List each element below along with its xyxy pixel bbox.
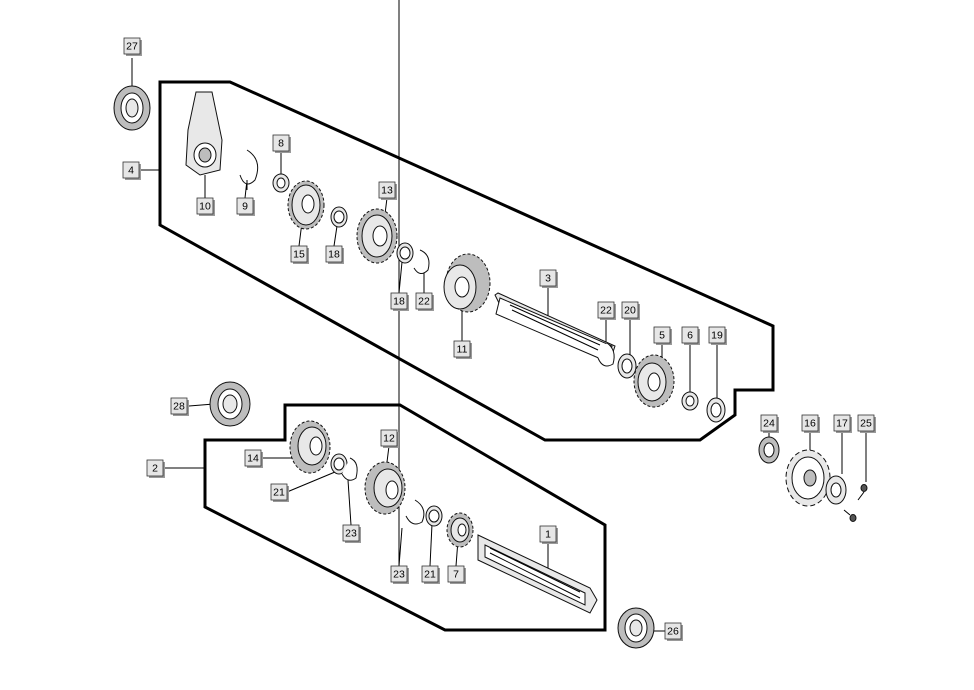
callout-4: 4 [122,161,141,180]
bushing-8 [272,173,290,193]
callout-number: 23 [393,569,405,581]
callout-8: 8 [272,134,291,153]
shaft-1 [477,534,598,614]
callout-25: 25 [857,414,876,433]
callout-number: 28 [173,401,185,413]
callout-6: 6 [681,326,700,345]
callout-number: 9 [242,201,248,213]
callout-19: 19 [708,326,727,345]
callout-3: 3 [539,269,558,288]
gear-13 [356,208,398,264]
callout-16: 16 [801,414,820,433]
washer-18-upper [330,206,348,228]
callout-number: 11 [457,344,468,356]
callout-number: 19 [711,330,723,342]
callout-number: 1 [545,529,551,541]
callout-number: 2 [152,463,158,475]
callout-12: 12 [380,429,399,448]
bearing-26 [617,607,655,649]
callout-number: 13 [381,185,393,197]
circlip-23-left [341,457,358,481]
circlip-22-upper [413,249,430,274]
callout-number: 5 [659,330,665,342]
callout-14: 14 [244,449,263,468]
sprocket-16 [785,449,831,507]
callout-28: 28 [170,397,189,416]
gear-15 [287,180,325,230]
callout-number: 26 [667,626,679,638]
callout-number: 15 [293,249,305,261]
callout-23a: 23 [342,524,361,543]
callout-number: 6 [687,330,693,342]
callout-22a: 22 [415,292,434,311]
washer-18-lower [396,242,414,264]
callout-number: 10 [199,201,211,213]
gear-5 [633,354,675,408]
bearing-28 [209,381,251,427]
upper-assembly-outline [158,80,775,442]
callout-number: 14 [247,453,259,465]
bearing-27 [113,85,151,131]
callout-number: 21 [424,569,436,581]
shaft-3 [494,292,616,363]
callout-number: 3 [545,273,551,285]
callout-18b: 18 [390,292,409,311]
plate-17 [825,475,847,505]
callout-number: 25 [860,418,872,430]
callout-number: 8 [278,138,284,150]
callout-5: 5 [653,326,672,345]
callout-number: 27 [126,41,138,53]
callout-26: 26 [664,622,683,641]
bolts-25 [843,484,868,522]
callout-number: 4 [128,165,134,177]
callout-number: 21 [273,487,285,499]
callout-number: 7 [453,569,459,581]
callout-number: 18 [328,249,340,261]
seal-24 [758,436,780,464]
gear-11 [443,253,491,313]
callout-number: 18 [393,296,405,308]
callout-27: 27 [123,37,142,56]
callout-2: 2 [146,459,165,478]
circlip-23-right [405,499,425,525]
callout-21a: 21 [270,483,289,502]
circlip-9 [239,149,259,190]
washer-19 [706,397,726,423]
callout-21b: 21 [421,565,440,584]
callout-9: 9 [236,197,255,216]
callout-number: 16 [804,418,816,430]
callout-number: 22 [418,296,430,308]
washer-20 [617,353,637,379]
callout-1: 1 [539,525,558,544]
washer-21-right [425,505,443,527]
lower-assembly-outline [203,403,607,632]
callout-11: 11 [453,340,472,359]
gear-14 [289,420,331,474]
callout-22b: 22 [597,301,616,320]
callout-number: 24 [763,418,775,430]
callout-15: 15 [290,245,309,264]
callout-20: 20 [621,301,640,320]
circlip-22-right [597,342,615,367]
shift-lever-10 [185,91,223,176]
callout-number: 20 [624,305,636,317]
callout-10: 10 [196,197,215,216]
callout-number: 17 [836,418,848,430]
callout-number: 23 [345,528,357,540]
gear-12 [364,461,406,515]
callout-24: 24 [760,414,779,433]
gear-7 [446,512,474,548]
bushing-6 [681,391,699,411]
callout-7: 7 [447,565,466,584]
callout-18a: 18 [325,245,344,264]
callout-23b: 23 [390,565,409,584]
callout-13: 13 [378,181,397,200]
callout-number: 12 [383,433,395,445]
callout-17: 17 [833,414,852,433]
callout-number: 22 [600,305,612,317]
